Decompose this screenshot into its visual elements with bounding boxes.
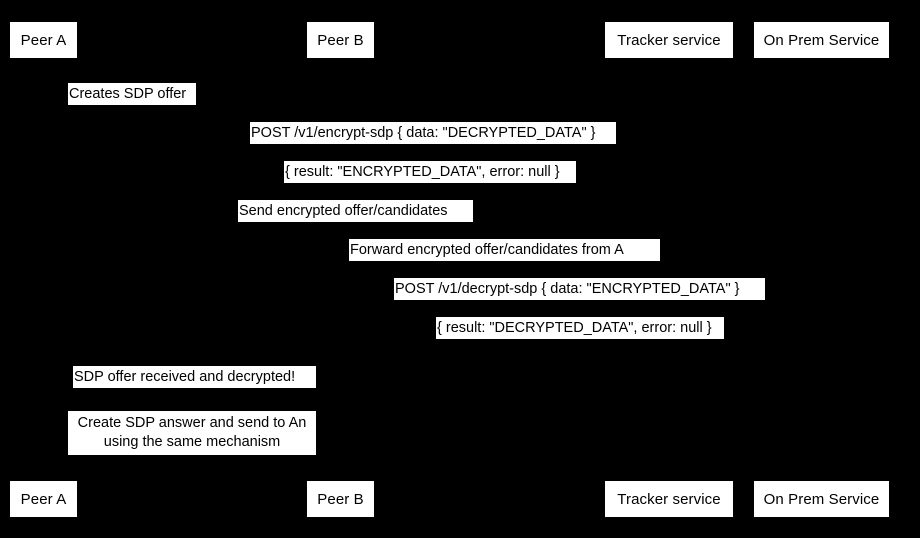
lifeline-on-prem-service [822,58,823,481]
participant-label: On Prem Service [763,490,880,508]
participant-bottom-tracker-service[interactable]: Tracker service [605,481,733,517]
participant-bottom-peer-b[interactable]: Peer B [307,481,374,517]
message-label: { result: "ENCRYPTED_DATA", error: null … [284,161,576,183]
message-label: POST /v1/encrypt-sdp { data: "DECRYPTED_… [250,122,616,144]
participant-top-on-prem-service[interactable]: On Prem Service [754,22,889,58]
participant-label: Tracker service [617,490,721,508]
participant-bottom-peer-a[interactable]: Peer A [10,481,77,517]
message-label: POST /v1/decrypt-sdp { data: "ENCRYPTED_… [394,278,765,300]
participant-label: Peer A [20,31,67,49]
lifeline-peer-b [341,58,342,481]
participant-top-peer-b[interactable]: Peer B [307,22,374,58]
participant-label: Peer A [20,490,67,508]
message-label: Creates SDP offer [68,83,196,105]
message-label: Forward encrypted offer/candidates from … [349,239,660,261]
participant-label: Peer B [317,490,364,508]
message-label: Create SDP answer and send to An using t… [68,411,316,455]
participant-bottom-on-prem-service[interactable]: On Prem Service [754,481,889,517]
lifeline-peer-a [44,58,45,481]
participant-top-peer-a[interactable]: Peer A [10,22,77,58]
message-label: SDP offer received and decrypted! [73,366,316,388]
participant-label: Tracker service [617,31,721,49]
participant-label: Peer B [317,31,364,49]
participant-label: On Prem Service [763,31,880,49]
lifeline-tracker-service [669,58,670,481]
participant-top-tracker-service[interactable]: Tracker service [605,22,733,58]
message-label: Send encrypted offer/candidates [238,200,473,222]
message-label: { result: "DECRYPTED_DATA", error: null … [436,317,724,339]
